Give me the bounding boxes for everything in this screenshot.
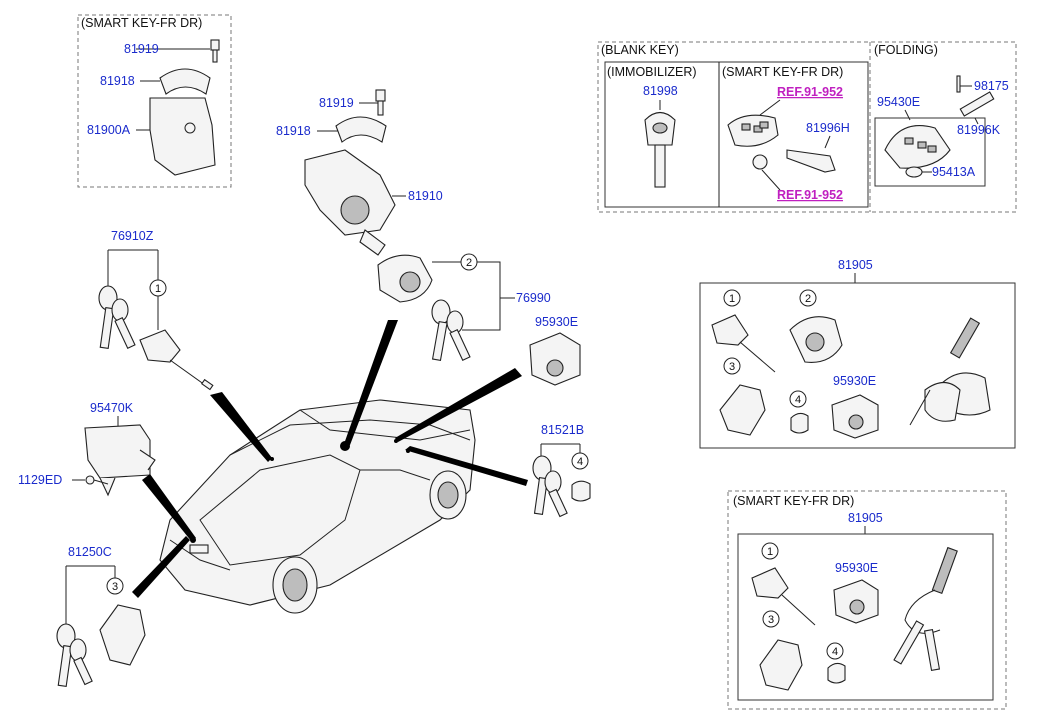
bolt-icon xyxy=(375,89,386,116)
bolt-icon xyxy=(85,475,109,485)
group-header: (IMMOBILIZER) xyxy=(607,65,697,79)
smart-key-fob-icon xyxy=(727,114,779,147)
svg-text:3: 3 xyxy=(729,361,735,373)
part-number[interactable]: 81521B xyxy=(541,423,584,437)
group-header: (BLANK KEY) xyxy=(601,43,679,57)
part-number[interactable]: 1129ED xyxy=(18,473,62,487)
lock-actuator-icon xyxy=(99,604,146,666)
pin-icon xyxy=(956,75,961,93)
svg-text:4: 4 xyxy=(577,456,583,468)
part-number[interactable]: 81996K xyxy=(957,123,1001,137)
key-fob-set-icon xyxy=(909,317,991,426)
key-icon xyxy=(532,455,568,518)
group-header: (SMART KEY-FR DR) xyxy=(733,494,854,508)
lock-cylinder-icon xyxy=(139,329,181,363)
module-95470K: 95470K 1129ED xyxy=(18,401,156,497)
car-illustration xyxy=(159,399,476,614)
part-number[interactable]: 81250C xyxy=(68,545,112,559)
key-set-icon xyxy=(893,546,958,672)
part-number[interactable]: 81905 xyxy=(848,511,883,525)
part-number[interactable]: 81905 xyxy=(838,258,873,272)
lock-set-81905: 81905 1 2 3 4 95930E xyxy=(699,258,1016,449)
door-lock-76910Z: 76910Z 1 xyxy=(98,229,214,391)
trunk-lock-81521B: 81521B 4 xyxy=(532,423,591,518)
key-icon xyxy=(56,623,93,687)
svg-text:1: 1 xyxy=(155,283,161,295)
key-icon xyxy=(98,285,136,350)
group-header: (SMART KEY-FR DR) xyxy=(722,65,843,79)
part-number[interactable]: 81918 xyxy=(276,124,311,138)
reference-link[interactable]: REF.91-952 xyxy=(777,85,843,99)
tailgate-lock-81250C: 81250C 3 xyxy=(56,545,146,687)
sensor-95930E: 95930E xyxy=(529,315,581,386)
lock-actuator-icon xyxy=(759,639,803,691)
svg-text:1: 1 xyxy=(729,293,735,305)
part-number[interactable]: 81910 xyxy=(408,189,443,203)
bolt-icon xyxy=(210,39,220,63)
lock-housing-icon xyxy=(149,97,216,176)
part-number[interactable]: 81996H xyxy=(806,121,850,135)
group-header: (FOLDING) xyxy=(874,43,938,57)
part-number[interactable]: 95430E xyxy=(877,95,920,109)
part-number[interactable]: 81900A xyxy=(87,123,131,137)
smart-key-fr-dr-bottom-group: (SMART KEY-FR DR) 81905 1 95930E 3 4 xyxy=(727,490,1007,710)
clamp-icon xyxy=(335,116,387,143)
cap-icon xyxy=(790,412,809,434)
part-number[interactable]: 81919 xyxy=(124,42,159,56)
blade-icon xyxy=(959,91,995,117)
part-number[interactable]: 81918 xyxy=(100,74,135,88)
lock-body-icon xyxy=(304,149,396,236)
ignition-lock-assembly: 81919 81918 81910 xyxy=(276,89,443,303)
svg-text:3: 3 xyxy=(112,581,118,593)
smart-key-fr-dr-top-group: (SMART KEY-FR DR) 81919 81918 81900A xyxy=(77,14,232,188)
svg-text:2: 2 xyxy=(805,293,811,305)
part-number[interactable]: 95930E xyxy=(833,374,876,388)
key-icon xyxy=(431,299,471,362)
immobilizer-coil-icon xyxy=(529,332,581,386)
part-number[interactable]: 95930E xyxy=(835,561,878,575)
battery-icon xyxy=(905,166,923,178)
part-number[interactable]: 76990 xyxy=(516,291,551,305)
part-number[interactable]: 98175 xyxy=(974,79,1009,93)
cap-icon xyxy=(571,480,591,502)
part-number[interactable]: 81919 xyxy=(319,96,354,110)
control-module-icon xyxy=(84,424,151,479)
emergency-key-icon xyxy=(786,149,836,173)
part-number[interactable]: 76910Z xyxy=(111,229,154,243)
part-number[interactable]: 95470K xyxy=(90,401,134,415)
folding-key-fob-icon xyxy=(874,117,986,187)
svg-text:4: 4 xyxy=(795,394,801,406)
part-number[interactable]: 81998 xyxy=(643,84,678,98)
lock-cylinder-icon xyxy=(711,314,749,346)
part-number[interactable]: 95413A xyxy=(932,165,976,179)
part-number[interactable]: 95930E xyxy=(535,315,578,329)
clamp-icon xyxy=(159,68,211,95)
svg-text:1: 1 xyxy=(767,546,773,558)
svg-text:2: 2 xyxy=(466,257,472,269)
svg-text:3: 3 xyxy=(768,614,774,626)
cap-icon xyxy=(827,662,846,684)
lock-cylinder-icon xyxy=(751,567,789,599)
group-header: (SMART KEY-FR DR) xyxy=(81,16,202,30)
blank-key-icon xyxy=(644,111,676,188)
location-pointers xyxy=(132,320,528,598)
blank-key-group: (BLANK KEY) (IMMOBILIZER) (SMART KEY-FR … xyxy=(597,41,1017,213)
key-set-76990: 2 76990 xyxy=(431,253,551,362)
reference-link[interactable]: REF.91-952 xyxy=(777,188,843,202)
svg-text:4: 4 xyxy=(832,646,838,658)
lock-actuator-icon xyxy=(719,384,766,436)
